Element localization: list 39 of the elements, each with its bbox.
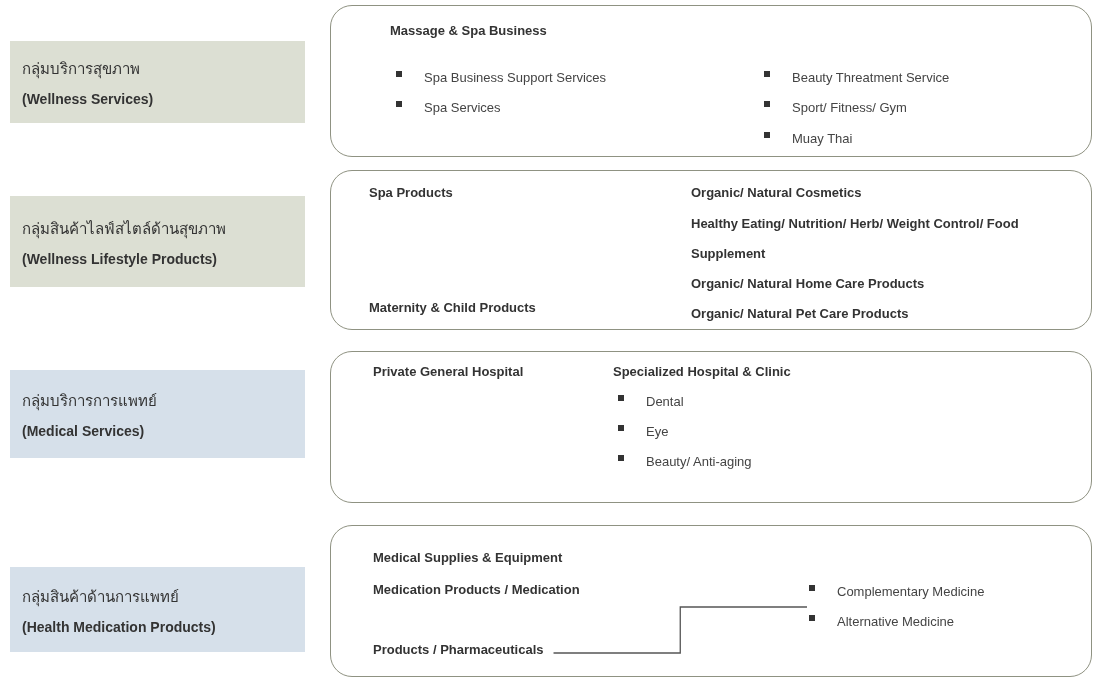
- list-item: Sport/ Fitness/ Gym: [764, 93, 907, 123]
- list-item: Spa Services: [396, 93, 501, 123]
- item-heading: Healthy Eating/ Nutrition/ Herb/ Weight Control/ Food Supplement: [691, 215, 1020, 263]
- list-item: Eye: [618, 417, 669, 447]
- item-heading: Products / Pharmaceuticals: [373, 641, 544, 659]
- list-item: Beauty Threatment Service: [764, 63, 950, 93]
- list-item: Beauty/ Anti-aging: [618, 447, 752, 477]
- connector-line: [552, 606, 808, 654]
- category-label-box: [10, 567, 305, 652]
- list-item: Complementary Medicine: [809, 577, 985, 607]
- item-heading: Medication Products / Medication: [373, 581, 580, 599]
- category-subtitle: (Wellness Lifestyle Products): [22, 250, 218, 267]
- item-heading: Massage & Spa Business: [390, 22, 547, 40]
- item-heading: Spa Products: [369, 184, 453, 202]
- category-title: กลุ่มสินค้าไลฟ์สไตล์ด้านสุขภาพ: [22, 218, 227, 241]
- item-heading: Private General Hospital: [373, 363, 524, 381]
- category-title: กลุ่มบริการสุขภาพ: [22, 59, 141, 81]
- category-panel: [330, 170, 1092, 330]
- category-subtitle: (Medical Services): [22, 423, 146, 439]
- category-title: กลุ่มบริการการแพทย์: [22, 391, 158, 413]
- list-item: Spa Business Support Services: [396, 63, 607, 93]
- list-item: Alternative Medicine: [809, 607, 985, 637]
- category-label-box: [10, 41, 305, 123]
- category-label-box: [10, 196, 305, 287]
- item-heading: Specialized Hospital & Clinic: [613, 363, 791, 381]
- category-subtitle: (Wellness Services): [22, 91, 155, 107]
- item-heading: Organic/ Natural Cosmetics: [691, 184, 862, 202]
- list-item: Muay Thai: [764, 124, 853, 154]
- category-panel: [330, 525, 1092, 677]
- category-title: กลุ่มสินค้าด้านการแพทย์: [22, 586, 180, 609]
- category-label-box: [10, 370, 305, 458]
- item-heading: Organic/ Natural Home Care Products: [691, 275, 925, 293]
- category-panel: [330, 5, 1092, 157]
- list-item: Dental: [618, 387, 684, 417]
- item-heading: Medical Supplies & Equipment: [373, 549, 563, 567]
- item-heading: Maternity & Child Products: [369, 299, 536, 317]
- category-panel: [330, 351, 1092, 503]
- item-heading: Organic/ Natural Pet Care Products: [691, 305, 909, 323]
- category-subtitle: (Health Medication Products): [22, 618, 217, 635]
